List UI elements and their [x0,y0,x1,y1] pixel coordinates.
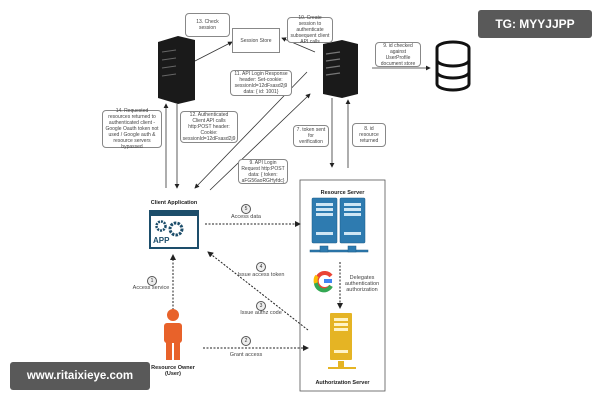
note-8-id-returned: 8. id resource returned [352,123,386,147]
note-13-check-session: 13. Check session [185,13,230,37]
arrow-issue-token [207,251,309,331]
client-application-label: Client Application [150,200,198,206]
database-icon [435,40,471,92]
step-4-badge: 4 [256,262,266,272]
resource-server-label: Resource Server [320,190,365,196]
note-12-authenticated-calls: 12. Authenticated Client API calls http:… [180,111,238,143]
google-logo-icon [313,271,333,293]
step-2-badge: 2 [241,336,251,346]
resource-server-icon [309,197,369,253]
step-1-badge: 1 [147,276,157,286]
step-3-badge: 3 [256,301,266,311]
app-icon [149,210,199,249]
arrow-login-request [209,93,311,191]
web-server-right-icon [323,40,358,98]
delegates-label: Delegates authentication authorization [344,275,380,293]
step-2-label: Grant access [229,352,263,358]
step-4-label: Issue access token [237,272,285,278]
session-store-box: Session Store [232,28,280,53]
web-server-left-icon [158,36,195,104]
app-icon-text: APP [153,236,170,245]
step-5-badge: 5 [241,204,251,214]
arrow-check-session [192,41,233,63]
note-9-login-request: 9. API Login Request http:POST data: { t… [238,159,288,184]
resource-owner-label: Resource Owner (User) [151,365,195,377]
step-5-label: Access data [231,214,261,220]
note-14-resources-returned: 14. Requested resources returned to auth… [102,108,162,150]
authorization-server-icon [328,313,356,369]
note-7-token-sent: 7. token sent for verification [293,125,329,147]
step-3-label: Issue authz code [240,310,282,316]
step-1-label: Access service [132,285,170,291]
watermark-top-right: TG: MYYJJPP [478,10,592,38]
note-11-login-response: 11. API Login Response header: Set-cooki… [230,70,292,96]
server-container [299,179,386,392]
authorization-server-label: Authorization Server [315,380,370,386]
note-9-id-checked: 9. id checked against UserProfile docume… [375,42,421,67]
resource-owner-person-icon [164,309,182,360]
watermark-bottom-left: www.ritaixieye.com [10,362,150,390]
note-10-create-session: 10. Create session to authenticate subse… [287,15,333,45]
